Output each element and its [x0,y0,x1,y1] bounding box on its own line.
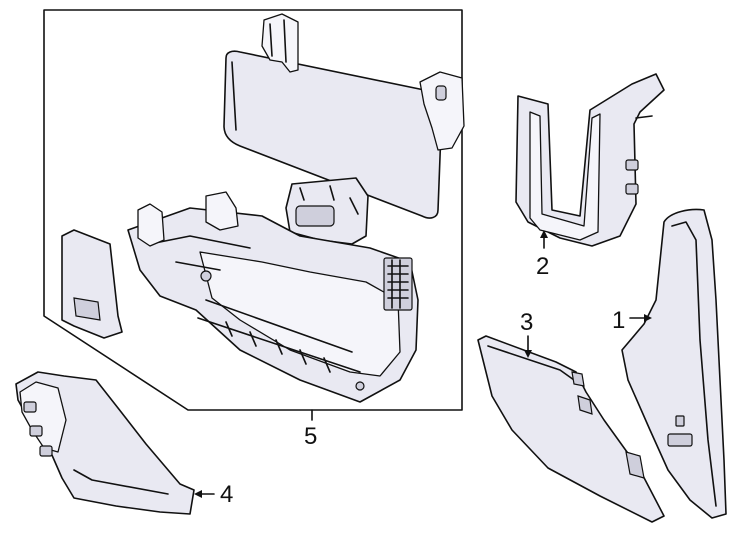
glove-box-bin [127,191,419,403]
glove-box-door [223,13,465,219]
latch-assembly [285,177,369,245]
callout-4: 4 [220,481,233,508]
callout-1: 1 [612,307,625,334]
part-2-bracket [515,73,665,247]
part-1-panel [621,208,727,519]
callout-2: 2 [536,253,549,280]
assembly-box-outline [43,9,463,411]
callout-5: 5 [304,423,317,450]
side-panel [61,229,123,339]
callout-3: 3 [520,309,533,336]
leader-lines [194,230,652,498]
part-4-cover [15,371,195,515]
part-3-trim [477,335,665,523]
